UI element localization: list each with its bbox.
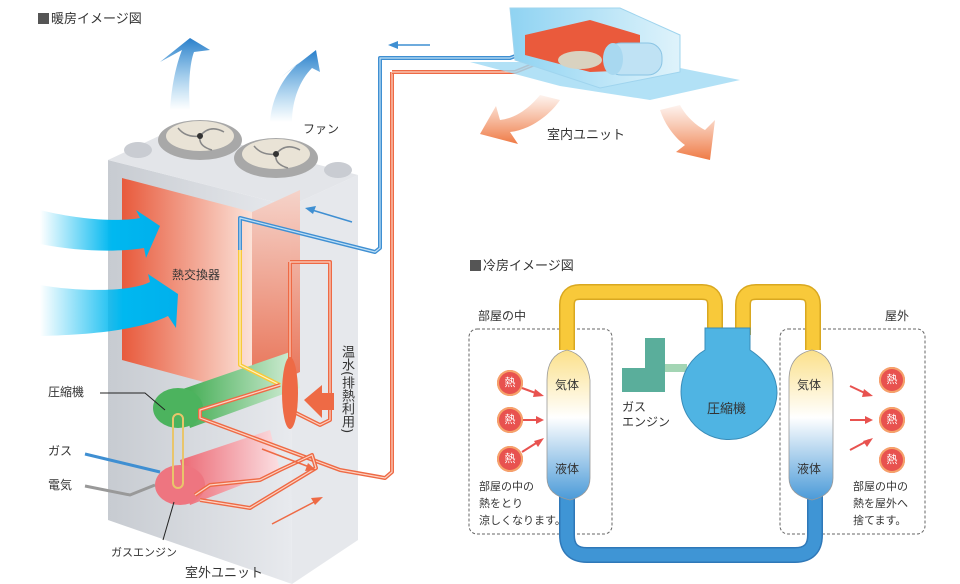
heating-title: 暖房イメージ図 [38, 8, 142, 27]
outdoor-unit-graphic [108, 120, 358, 584]
outdoor-zone [779, 328, 926, 535]
heat-badge-indoor-2: 熱 [497, 407, 523, 433]
indoor-vessel [546, 349, 591, 501]
fan-left-icon [158, 120, 242, 160]
airflow-in-arrow-top [40, 210, 160, 258]
hot-water-arrow [304, 385, 334, 418]
heat-badge-outdoor-1: 熱 [879, 367, 905, 393]
electricity-label: 電気 [48, 478, 73, 492]
indoor-note-line: 熱をとり [479, 497, 523, 510]
heat-badge-indoor-1: 熱 [497, 370, 523, 396]
indoor-note: 部屋の中の 熱をとり 涼しくなります。 [479, 478, 566, 529]
outdoor-gas-state-label: 気体 [797, 378, 822, 392]
heat-badge-indoor-3: 熱 [497, 446, 523, 472]
cooling-compressor-label: 圧縮機 [707, 402, 747, 417]
indoor-note-line: 部屋の中の [479, 480, 534, 493]
cooling-gas-engine-icon [622, 338, 665, 392]
compressor-leader [100, 392, 166, 411]
indoor-liquid-state-label: 液体 [555, 462, 580, 476]
outdoor-note-line: 部屋の中の [853, 480, 908, 493]
heating-title-text: 暖房イメージ図 [51, 12, 142, 27]
fan-label: ファン [303, 122, 340, 136]
airflow-in-arrow-bottom [40, 274, 178, 336]
compressor-cylinder [153, 352, 300, 428]
indoor-gas-state-label: 気体 [555, 378, 580, 392]
heat-badge-outdoor-3: 熱 [879, 447, 905, 473]
outdoor-liquid-state-label: 液体 [797, 462, 822, 476]
electricity-line [84, 483, 156, 497]
cooling-gas-engine-label: ガス エンジン [622, 400, 671, 429]
gas-engine-leader [162, 501, 175, 541]
cooling-title: 冷房イメージ図 [470, 255, 574, 274]
outdoor-note: 部屋の中の 熱を屋外へ 捨てます。 [853, 478, 908, 529]
fan-right-icon [234, 138, 318, 178]
indoor-unit-graphic [470, 7, 740, 100]
gas-label: ガス [48, 444, 73, 458]
warm-air-down-arrow-right [660, 105, 715, 160]
cooling-compressor-icon [680, 327, 778, 441]
hot-water-heat-exchanger [282, 357, 298, 429]
flow-arrows [261, 41, 430, 525]
cooling-title-text: 冷房イメージ図 [483, 259, 574, 274]
title-square-icon [38, 13, 49, 24]
outdoor-note-line: 捨てます。 [853, 514, 907, 527]
gas-line [84, 452, 161, 474]
refrigerant-pipes [193, 43, 571, 510]
outdoor-note-line: 熱を屋外へ [853, 497, 908, 510]
hot-water-label: 温水(排熱利用) [339, 345, 354, 434]
gas-engine-label: ガスエンジン [111, 546, 177, 559]
airflow-up-arrow-right [270, 50, 320, 122]
indoor-unit-label: 室内ユニット [547, 128, 626, 143]
indoor-zone-label: 部屋の中 [478, 309, 527, 323]
heat-exchanger-label: 熱交換器 [172, 268, 221, 282]
outdoor-unit-label: 室外ユニット [185, 566, 264, 581]
outdoor-vessel [788, 349, 834, 501]
heat-badge-outdoor-2: 熱 [879, 407, 905, 433]
airflow-up-arrow-left [160, 38, 210, 110]
title-square-icon [470, 260, 481, 271]
outdoor-zone-label: 屋外 [885, 309, 910, 323]
warm-air-down-arrow-left [480, 95, 560, 144]
cooling-circuit [468, 284, 926, 563]
compressor-label: 圧縮機 [48, 385, 85, 399]
indoor-note-line: 涼しくなります。 [479, 514, 566, 527]
